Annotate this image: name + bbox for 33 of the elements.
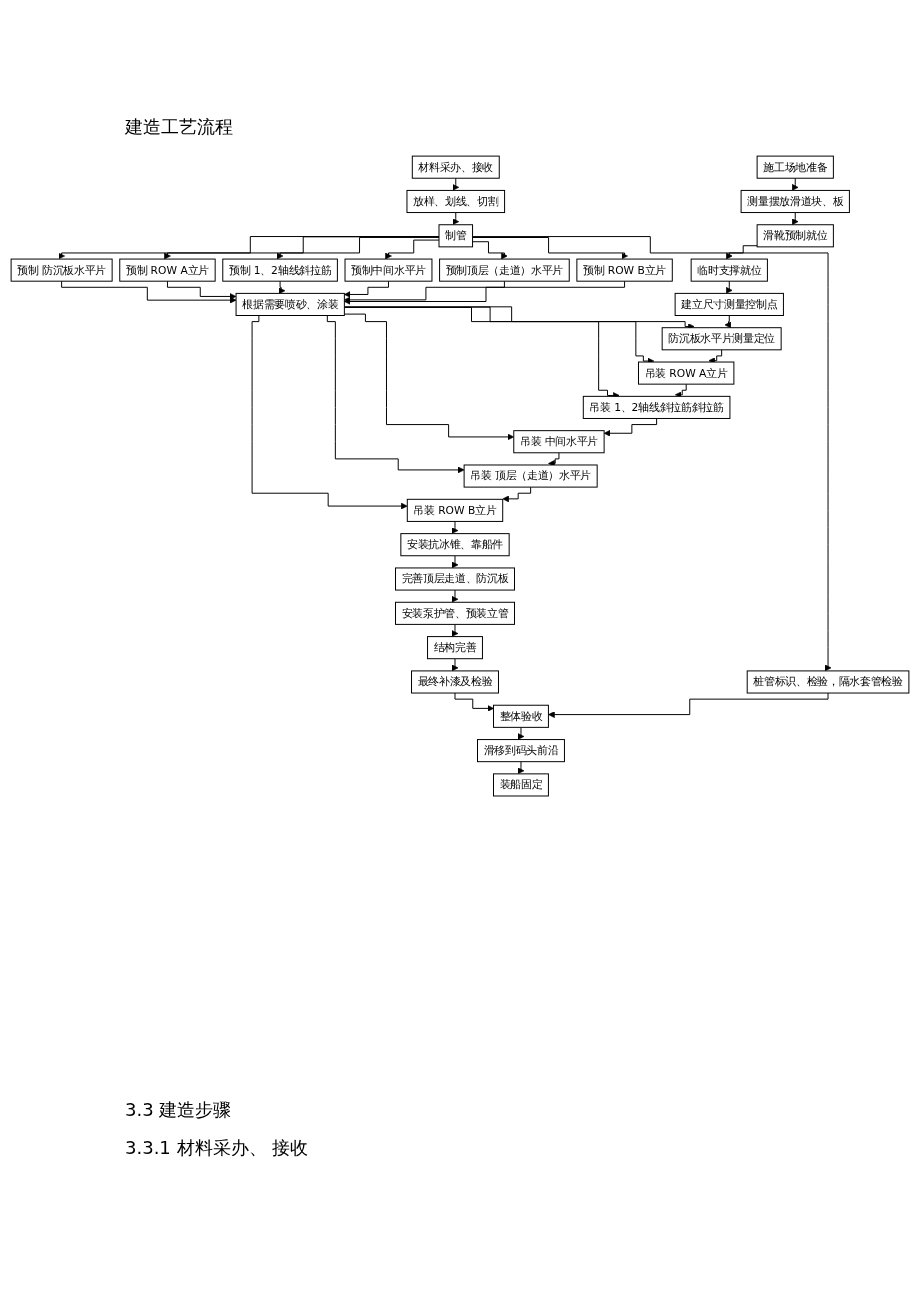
node-box: 滑移到码头前沿 [477, 739, 565, 763]
node-box: 吊装 1、2轴线斜拉筋斜拉筋 [582, 395, 731, 419]
node-box: 预制中间水平片 [344, 258, 433, 282]
node-box: 预制 ROW A立片 [119, 258, 216, 282]
node-box: 制管 [438, 224, 474, 248]
node-box: 滑靴预制就位 [756, 224, 834, 248]
node-box: 材料采办、接收 [411, 155, 500, 179]
section-heading: 3.3.1 材料采办、 接收 [125, 1136, 309, 1160]
node-box: 施工场地准备 [756, 155, 834, 179]
node-box: 预制 防沉板水平片 [10, 258, 113, 282]
node-box: 吊装 中间水平片 [513, 430, 605, 454]
node-box: 安装抗冰锥、靠船件 [400, 533, 510, 557]
node-box: 建立尺寸测量控制点 [674, 292, 784, 316]
node-box: 最终补漆及检验 [411, 670, 499, 694]
node-box: 根据需要喷砂、涂装 [235, 292, 345, 316]
node-box: 放样、划线、切割 [406, 189, 506, 214]
node-box: 整体验收 [493, 704, 549, 728]
node-box: 预制顶层（走道）水平片 [439, 258, 570, 282]
node-box: 结构完善 [427, 636, 483, 660]
node-box: 完善顶层走道、防沉板 [395, 567, 515, 591]
node-box: 吊装 ROW B立片 [406, 498, 504, 522]
node-box: 吊装 顶层（走道）水平片 [463, 464, 598, 488]
node-box: 装船固定 [493, 773, 549, 797]
node-box: 预制 ROW B立片 [576, 258, 673, 282]
node-box: 临时支撑就位 [690, 258, 768, 282]
node-box: 防沉板水平片测量定位 [661, 327, 782, 351]
node-box: 吊装 ROW A立片 [638, 361, 735, 385]
node-box: 桩管标识、检验，隔水套管检验 [746, 670, 910, 694]
node-box: 安装泵护管、预装立管 [395, 601, 515, 625]
section-heading: 3.3 建造步骤 [125, 1098, 233, 1122]
diagram-title: 建造工艺流程 [125, 115, 233, 139]
node-box: 测量摆放滑道块、板 [740, 189, 850, 214]
node-box: 预制 1、2轴线斜拉筋 [222, 258, 338, 282]
